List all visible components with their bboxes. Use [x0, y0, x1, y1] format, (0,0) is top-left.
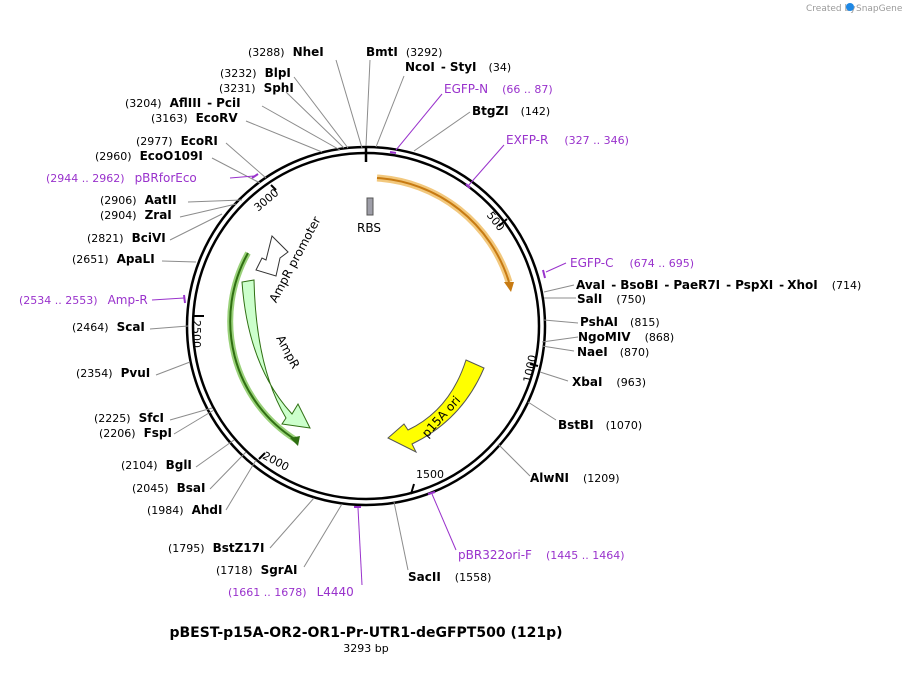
p15a-ori-feature [387, 359, 485, 454]
enzyme-sacii: SacII(1558) [408, 570, 491, 584]
credit-text: Created by [806, 4, 856, 14]
tick-label-1500: 1500 [416, 468, 444, 481]
enzyme-fspi: (2206)FspI [99, 426, 172, 440]
enzyme-bmti: BmtI(3292) [366, 45, 442, 59]
enzyme-bstz17i: (1795)BstZ17I [168, 541, 264, 555]
enzyme-sphi: (3231)SphI [219, 81, 294, 95]
tick-mark-3000 [270, 184, 277, 191]
plasmid-length: 3293 bp [343, 642, 388, 655]
ampr-feature [241, 279, 311, 429]
primer-exfp-r: EXFP-R(327 .. 346) [506, 133, 629, 147]
enzyme-sfci: (2225)SfcI [94, 411, 164, 425]
ampr-outer-line [229, 252, 297, 441]
enzyme-ecori: (2977)EcoRI [136, 134, 218, 148]
primer-pbr322ori-f: pBR322ori-F(1445 .. 1464) [458, 548, 625, 562]
plasmid-title: pBEST-p15A-OR2-OR1-Pr-UTR1-deGFPT500 (12… [169, 625, 562, 641]
enzyme-xbai: XbaI(963) [572, 375, 646, 389]
rbs-feature [366, 197, 374, 216]
enzyme-pvui: (2354)PvuI [76, 366, 150, 380]
enzyme-bsai: (2045)BsaI [132, 481, 205, 495]
enzyme-bcivi: (2821)BciVI [87, 231, 166, 245]
enzyme-sali: SalI(750) [577, 292, 646, 306]
tick-label-3000: 3000 [252, 186, 282, 214]
tick-mark-1500 [410, 483, 415, 495]
enzyme-zrai: (2904)ZraI [100, 208, 172, 222]
enzyme-sgrai: (1718)SgrAI [216, 563, 297, 577]
degfp-feature [376, 177, 510, 283]
tick-mark-500 [498, 218, 508, 227]
primer-leaders [151, 93, 567, 586]
p15a-ori-label: p15A ori [419, 393, 463, 440]
enzyme-bgli: (2104)BglI [121, 458, 192, 472]
tick-mark-2000 [258, 452, 266, 460]
features: RBS AmpR promoter AmpR p15A ori [227, 174, 514, 454]
primer-labels: EGFP-N(66 .. 87) EXFP-R(327 .. 346) EGFP… [19, 82, 694, 599]
enzyme-bstbi: BstBI(1070) [558, 418, 642, 432]
ampr-promoter-feature [255, 235, 289, 277]
enzyme-ahdi: (1984)AhdI [147, 503, 222, 517]
enzyme-ncoi-styi: NcoI-StyI(34) [405, 60, 511, 74]
enzyme-naei: NaeI(870) [577, 345, 649, 359]
enzyme-aatii: (2906)AatII [100, 193, 177, 207]
rbs-label: RBS [357, 221, 381, 235]
primer-pbrforeco: (2944 .. 2962)pBRforEco [46, 171, 197, 185]
tick-label-1000: 1000 [521, 354, 540, 384]
primer-egfp-c: EGFP-C(674 .. 695) [570, 256, 694, 270]
enzyme-apali: (2651)ApaLI [72, 252, 155, 266]
enzyme-nhei: (3288)NheI [248, 45, 324, 59]
credit-brand: SnapGene [856, 4, 903, 14]
enzyme-leaders [149, 59, 579, 571]
primer-egfp-n: EGFP-N(66 .. 87) [444, 82, 553, 96]
enzyme-avai-xhoi: AvaI-BsoBI-PaeR7I-PspXI-XhoI(714) [576, 278, 861, 292]
enzyme-scai: (2464)ScaI [72, 320, 145, 334]
enzyme-pshai: PshAI(815) [580, 315, 660, 329]
degfp-arrowhead [504, 282, 514, 292]
primer-l4440: (1661 .. 1678)L4440 [228, 585, 354, 599]
enzyme-ngomiv: NgoMIV(868) [578, 330, 674, 344]
enzyme-btgzi: BtgZI(142) [472, 104, 550, 118]
ampr-outer-arrowhead [290, 436, 300, 446]
enzyme-alwni: AlwNI(1209) [530, 471, 620, 485]
backbone-outer-ring [185, 145, 547, 507]
primer-marks [183, 151, 546, 508]
backbone-inner-ring [191, 151, 541, 501]
enzyme-blpi: (3232)BlpI [220, 66, 291, 80]
tick-label-2500: 2500 [190, 320, 203, 348]
enzyme-ecorv: (3163)EcoRV [151, 111, 238, 125]
primer-amp-r: (2534 .. 2553)Amp-R [19, 293, 148, 307]
ampr-label: AmpR [273, 333, 302, 371]
snapgene-logo-icon [846, 3, 854, 11]
enzyme-ecoo109i: (2960)EcoO109I [95, 149, 203, 163]
degfp-feature-glow [376, 174, 513, 284]
tick-mark-1000 [529, 363, 539, 367]
enzyme-labels: (3288)NheI BmtI(3292) NcoI-StyI(34) (323… [72, 45, 861, 584]
tick-label-2000: 2000 [260, 449, 291, 474]
enzyme-afliii-pcii: (3204)AflIII-PciI [125, 96, 241, 110]
